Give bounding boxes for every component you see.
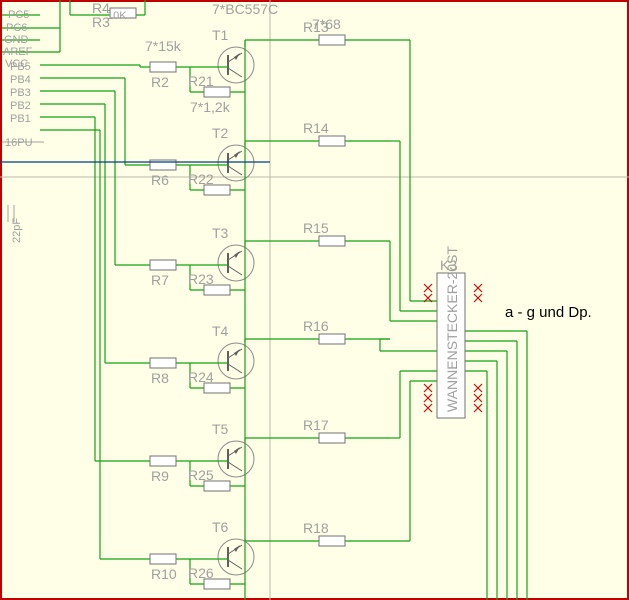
pnp-transistor-icon[interactable] [217, 342, 255, 380]
resistor-icon[interactable] [149, 159, 177, 171]
connector-name-label: WANNENSTECKER-20ST [444, 246, 460, 412]
resistor-icon[interactable] [318, 432, 346, 444]
port-label-pb1: PB1 [10, 113, 31, 125]
resistor-r3-r4[interactable]: R4 R3 10K [40, 0, 146, 53]
segment-resistor-label: R14 [303, 120, 329, 136]
pnp-transistor-icon[interactable] [217, 144, 255, 182]
resistor-icon[interactable] [318, 135, 346, 147]
x-mark-icon [473, 293, 483, 303]
mcu-part-label: 16PU [5, 137, 33, 149]
resistor-icon[interactable] [203, 184, 231, 196]
pullup-resistor-label: R23 [188, 271, 214, 287]
segment-resistor-label: R17 [303, 417, 329, 433]
port-label-pb5: PB5 [10, 61, 31, 73]
mcu-pin-label: GND [4, 34, 29, 46]
resistor-icon[interactable] [203, 578, 231, 590]
base-resistor-label: R7 [151, 272, 169, 288]
x-mark-icon [423, 403, 433, 413]
capacitor-label: 22pF [11, 218, 23, 243]
pullup-resistor-label: R26 [188, 565, 214, 581]
transistor-label: T6 [212, 519, 229, 535]
resistor-value-label: 10K [107, 10, 127, 22]
resistor-icon[interactable] [203, 86, 231, 98]
port-label-pb4: PB4 [10, 74, 31, 86]
value-label-segment-resistors: 7*68 [312, 16, 341, 32]
pullup-resistor-label: R25 [188, 467, 214, 483]
base-resistor-label: R8 [151, 370, 169, 386]
x-mark-icon [473, 403, 483, 413]
resistor-r3-label: R3 [92, 14, 110, 30]
resistor-icon[interactable] [318, 535, 346, 547]
base-resistor-label: R2 [151, 74, 169, 90]
transistor-label: T1 [212, 27, 229, 43]
x-mark-icon [473, 283, 483, 293]
x-mark-icon [473, 383, 483, 393]
resistor-icon[interactable] [109, 7, 137, 19]
connector-routes[interactable] [379, 39, 528, 600]
x-mark-icon [423, 383, 433, 393]
pnp-transistor-icon[interactable] [217, 440, 255, 478]
connector-ref-label: K3 [440, 257, 457, 273]
resistor-icon[interactable] [149, 553, 177, 565]
x-mark-icon [423, 393, 433, 403]
mcu-fragment[interactable]: PC5 PC6 GND AREF VCC PB5 PB4 PB3 PB2 PB1… [2, 9, 44, 243]
transistor-label: T3 [212, 225, 229, 241]
connector-body[interactable] [436, 272, 466, 419]
x-mark-icon [423, 293, 433, 303]
x-mark-icon [473, 393, 483, 403]
connector-k3[interactable]: K3 WANNENSTECKER-20ST [423, 246, 483, 419]
transistor-label: T5 [212, 421, 229, 437]
resistor-icon[interactable] [318, 34, 346, 46]
x-mark-icon [423, 283, 433, 293]
transistor-type-label: 7*BC557C [212, 1, 278, 17]
segment-resistor-label: R18 [303, 520, 329, 536]
resistor-icon[interactable] [149, 357, 177, 369]
pullup-resistor-label: R24 [188, 369, 214, 385]
port-label-pb3: PB3 [10, 87, 31, 99]
resistor-icon[interactable] [149, 61, 177, 73]
segment-resistor-label: R13 [303, 19, 329, 35]
resistor-icon[interactable] [318, 235, 346, 247]
segment-resistor-label: R16 [303, 318, 329, 334]
mcu-pin-label: AREF [3, 46, 33, 58]
base-resistor-label: R6 [151, 172, 169, 188]
resistor-icon[interactable] [318, 333, 346, 345]
mcu-pin-label: PC5 [8, 9, 29, 21]
value-label-pullup-resistors: 7*1,2k [190, 99, 231, 115]
base-resistor-label: R9 [151, 468, 169, 484]
resistor-r4-label: R4 [92, 0, 110, 16]
resistor-icon[interactable] [203, 480, 231, 492]
pullup-resistor-label: R21 [188, 73, 214, 89]
resistor-icon[interactable] [149, 259, 177, 271]
resistor-icon[interactable] [149, 455, 177, 467]
mcu-pin-label: VCC [5, 58, 28, 70]
transistor-label: T2 [212, 125, 229, 141]
port-label-pb2: PB2 [10, 100, 31, 112]
pullup-resistor-label: R22 [188, 171, 214, 187]
pnp-transistor-icon[interactable] [217, 538, 255, 576]
resistor-icon[interactable] [203, 284, 231, 296]
segment-resistor-label: R15 [303, 220, 329, 236]
pnp-transistor-icon[interactable] [217, 46, 255, 84]
mcu-pin-label: PC6 [6, 22, 27, 34]
transistor-label: T4 [212, 323, 229, 339]
value-label-base-resistors: 7*15k [145, 38, 182, 54]
segment-annotation: a - g und Dp. [505, 304, 592, 321]
resistor-icon[interactable] [203, 382, 231, 394]
base-resistor-label: R10 [151, 566, 177, 582]
pnp-transistor-icon[interactable] [217, 244, 255, 282]
